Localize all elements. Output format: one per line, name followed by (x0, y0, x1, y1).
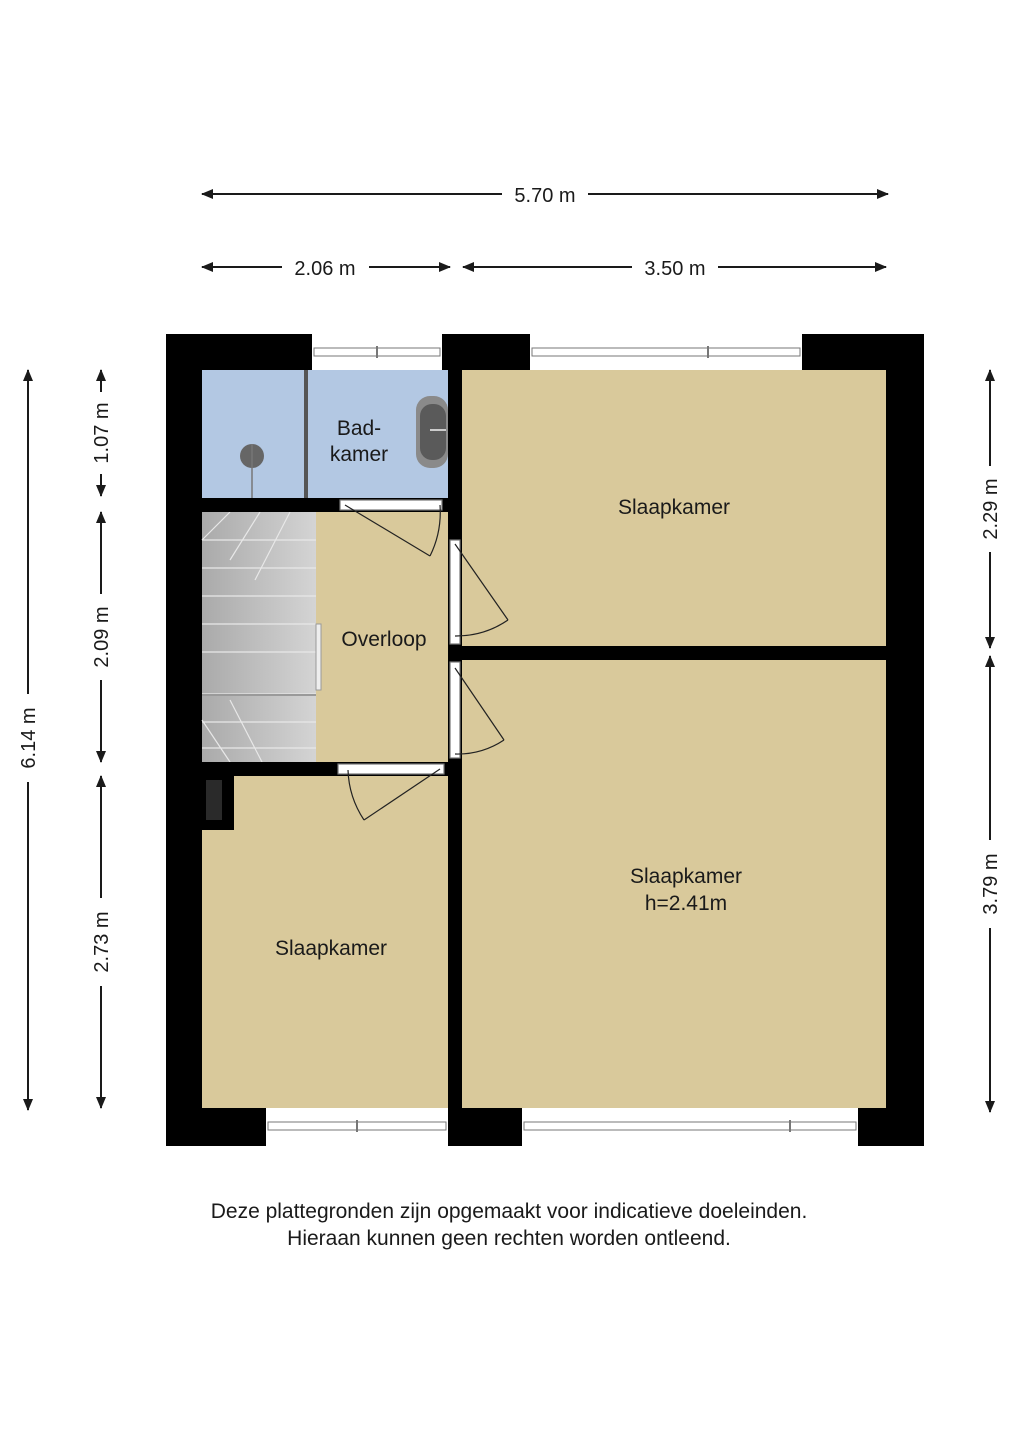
shower-drain-icon (240, 444, 264, 498)
room-label-badkamer-line2: kamer (330, 443, 388, 466)
bedroom-bottom-right-floor (462, 660, 886, 1108)
room-label-overloop: Overloop (341, 628, 426, 651)
dimension-right-upper: 2.29 m (980, 369, 1002, 649)
room-label-slaapkamer-bottom-right: Slaapkamer (630, 865, 742, 888)
shaft-inner (206, 780, 222, 820)
dimension-right-lower: 3.79 m (980, 655, 1002, 1113)
window-bedroom-bottom-right (522, 1108, 858, 1146)
dimension-top-right-label: 3.50 m (644, 258, 705, 280)
window-bedroom-top-right (530, 334, 802, 370)
dimension-top-total: 5.70 m (201, 185, 889, 207)
disclaimer: Deze plattegronden zijn opgemaakt voor i… (0, 1198, 1018, 1252)
window-bedroom-bottom-left (266, 1108, 448, 1146)
washbasin-icon (416, 396, 448, 468)
staircase (201, 511, 322, 763)
bedroom-top-right-floor (462, 370, 886, 646)
dimension-left-middle-label: 2.09 m (91, 606, 113, 667)
room-label-badkamer-line1: Bad- (337, 417, 381, 440)
door-bathroom (339, 499, 443, 557)
dimension-top-left: 2.06 m (201, 258, 451, 280)
dimension-top-total-label: 5.70 m (514, 185, 575, 207)
shower-partition (304, 370, 308, 498)
bedroom-bottom-left-floor (202, 776, 448, 1108)
dimension-left-middle: 2.09 m (91, 511, 113, 763)
dimension-right-lower-label: 3.79 m (980, 853, 1002, 914)
dimension-left-lower: 2.73 m (91, 775, 113, 1109)
shower-area (202, 370, 306, 498)
dimension-left-total-label: 6.14 m (18, 707, 40, 768)
room-label-slaapkamer-top-right: Slaapkamer (618, 496, 730, 519)
dimension-right-upper-label: 2.29 m (980, 478, 1002, 539)
window-bathroom (312, 334, 442, 370)
dimension-left-lower-label: 2.73 m (91, 911, 113, 972)
dimension-top-right: 3.50 m (462, 258, 887, 280)
door-landing-bedroom-top-right (449, 539, 509, 645)
door-landing-bedroom-bottom-right (449, 661, 505, 759)
room-height-label: h=2.41m (645, 892, 727, 915)
disclaimer-line2: Hieraan kunnen geen rechten worden ontle… (287, 1227, 731, 1250)
wall-bedrooms-right (462, 646, 886, 660)
door-landing-bedroom-bottom-left (337, 763, 445, 821)
dimension-left-upper: 1.07 m (91, 369, 113, 497)
dimension-left-total: 6.14 m (18, 369, 40, 1111)
disclaimer-line1: Deze plattegronden zijn opgemaakt voor i… (210, 1200, 808, 1223)
dimension-left-upper-label: 1.07 m (91, 402, 113, 463)
room-label-slaapkamer-bottom-left: Slaapkamer (275, 937, 387, 960)
dimension-top-left-label: 2.06 m (294, 258, 355, 280)
